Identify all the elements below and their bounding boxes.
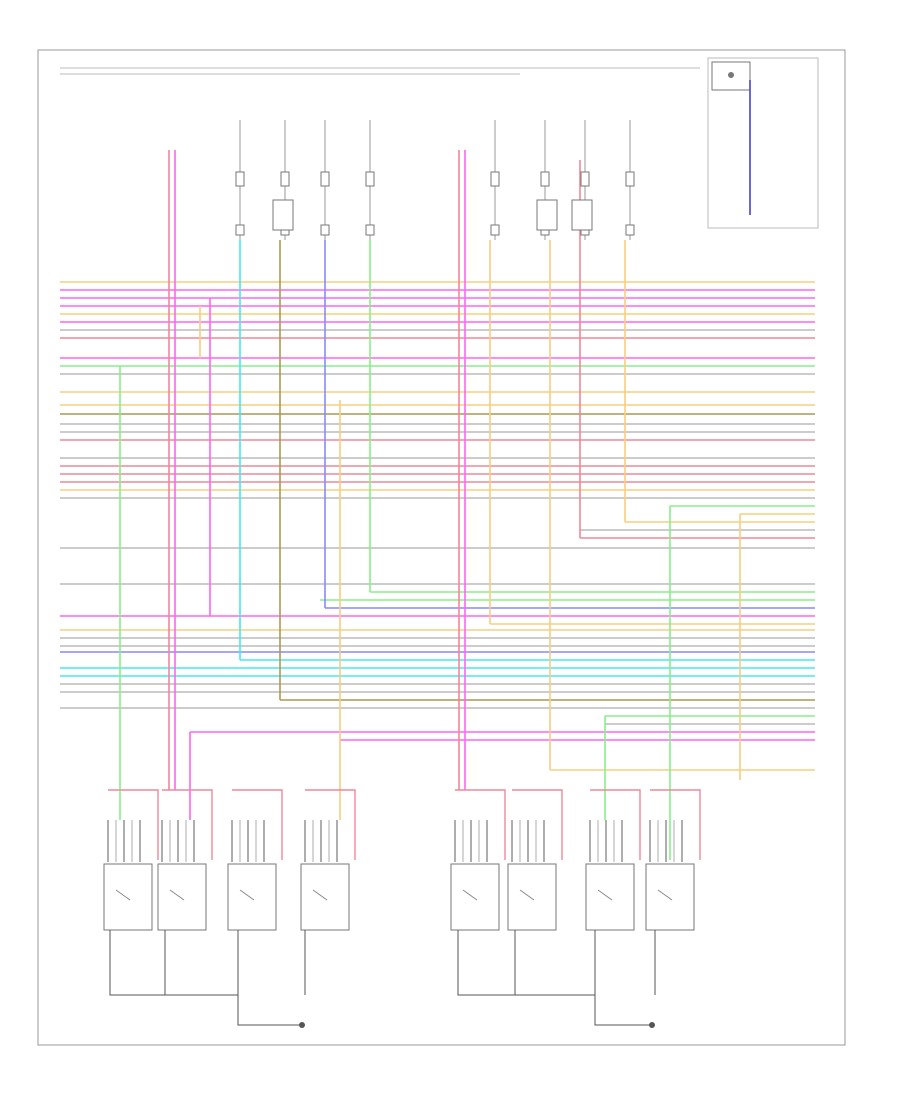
fuse-icon xyxy=(235,224,245,236)
ground-icon xyxy=(299,1022,305,1028)
module-feed-wire xyxy=(232,789,283,860)
relay-icon xyxy=(536,199,558,231)
fuse-icon xyxy=(540,171,550,187)
module-switch-icon xyxy=(312,889,328,901)
module-switch-icon xyxy=(519,889,535,901)
ground-bus-right-2 xyxy=(514,930,656,995)
module-box xyxy=(450,863,500,931)
module-feed-wire xyxy=(650,789,701,860)
fuse-icon xyxy=(625,171,635,187)
module-switch-icon xyxy=(115,889,131,901)
module-feed-wire xyxy=(162,789,213,860)
ground-bus-left xyxy=(109,930,300,1026)
module-box xyxy=(300,863,350,931)
module-feed-wire xyxy=(305,789,356,860)
module-box xyxy=(507,863,557,931)
fuse-icon xyxy=(320,171,330,187)
horizontal-wires xyxy=(60,281,815,771)
relay-icon xyxy=(571,199,593,231)
fuse-icon xyxy=(625,224,635,236)
ground-icon xyxy=(649,1022,655,1028)
relay-icon xyxy=(272,199,294,231)
module-box xyxy=(227,863,277,931)
fuse-icon xyxy=(365,171,375,187)
module-feed-wire xyxy=(455,789,506,860)
diagram-frame xyxy=(37,49,846,1046)
module-feed-wire xyxy=(108,789,159,860)
module-feed-wire xyxy=(590,789,641,860)
module-group xyxy=(103,789,701,931)
sensor-module-box xyxy=(707,57,819,229)
module-switch-icon xyxy=(657,889,673,901)
module-box xyxy=(103,863,153,931)
fuse-icon xyxy=(490,224,500,236)
fuse-icon xyxy=(490,171,500,187)
module-switch-icon xyxy=(239,889,255,901)
vertical-wires xyxy=(119,80,751,860)
module-switch-icon xyxy=(597,889,613,901)
fuse-icon xyxy=(365,224,375,236)
fuse-icon xyxy=(280,171,290,187)
sensor-icon xyxy=(728,72,734,78)
ground-bus-right xyxy=(457,930,650,1026)
fuse-icon xyxy=(320,224,330,236)
fuse-icon xyxy=(235,171,245,187)
module-switch-icon xyxy=(169,889,185,901)
fuse-icon xyxy=(580,171,590,187)
module-box xyxy=(157,863,207,931)
relay-group xyxy=(272,199,593,231)
module-box xyxy=(585,863,635,931)
module-feed-wire xyxy=(512,789,563,860)
module-box xyxy=(645,863,695,931)
ground-bus-left-2 xyxy=(164,930,306,995)
module-switch-icon xyxy=(462,889,478,901)
